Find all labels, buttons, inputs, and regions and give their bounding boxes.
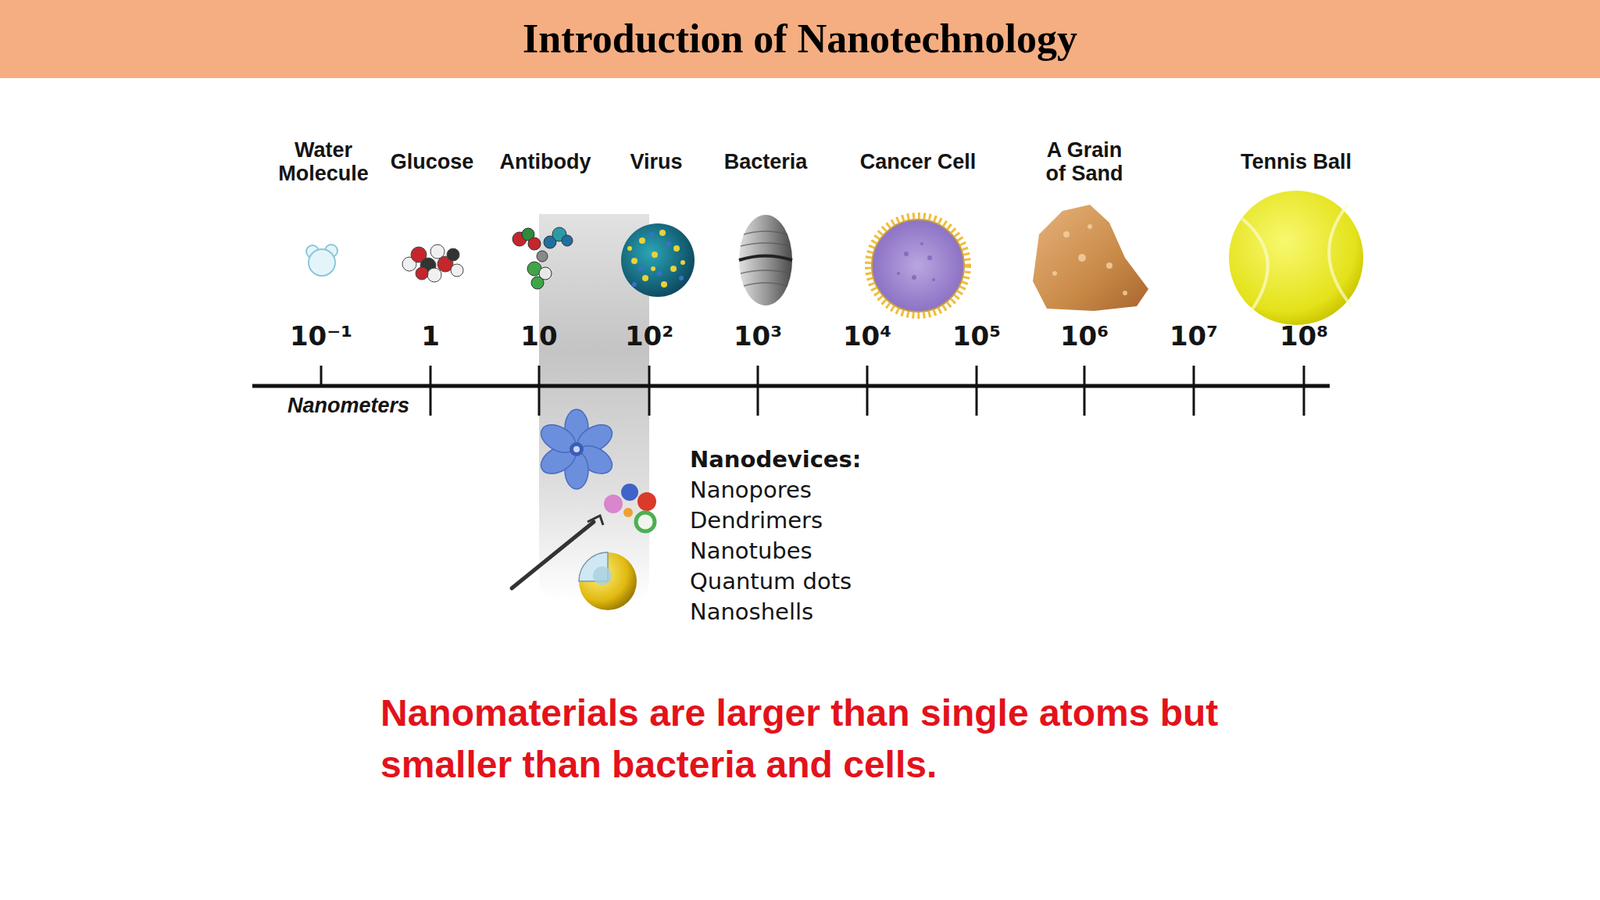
object-label: Water Molecule [264,139,383,186]
object-label: Cancer Cell [832,150,1004,175]
list-item: Nanopores [689,477,956,504]
tick-label: 10⁸ [1255,320,1353,353]
object-label: Virus [578,150,735,175]
tick-label: 10⁷ [1145,320,1243,353]
object-label: Antibody [467,150,624,175]
list-item: Nanotubes [689,538,956,565]
tick-label: 10⁴ [818,320,916,353]
list-item: Dendrimers [689,507,956,534]
list-heading: Nanodevices: [689,446,956,473]
tick-label: 10² [600,320,698,353]
tick-label: 10³ [709,320,807,353]
tick-label: 10⁻¹ [272,320,370,353]
title-text: Introduction of Nanotechnology [0,0,1600,79]
list-item: Nanoshells [689,599,956,625]
tick-label: 10 [490,320,588,353]
list-item: Quantum dots [689,568,956,595]
tick-label: 10⁵ [928,320,1025,353]
object-label: A Grain of Sand [1037,139,1132,186]
axis-unit: Nanometers [250,394,410,418]
object-label: Glucose [353,150,511,175]
tick-label: 10⁶ [1035,320,1133,353]
object-label: Bacteria [687,150,844,175]
object-label: Tennis Ball [1217,150,1375,175]
caption-text: Nanomaterials are larger than single ato… [380,687,1303,791]
tick-label: 1 [382,320,479,353]
